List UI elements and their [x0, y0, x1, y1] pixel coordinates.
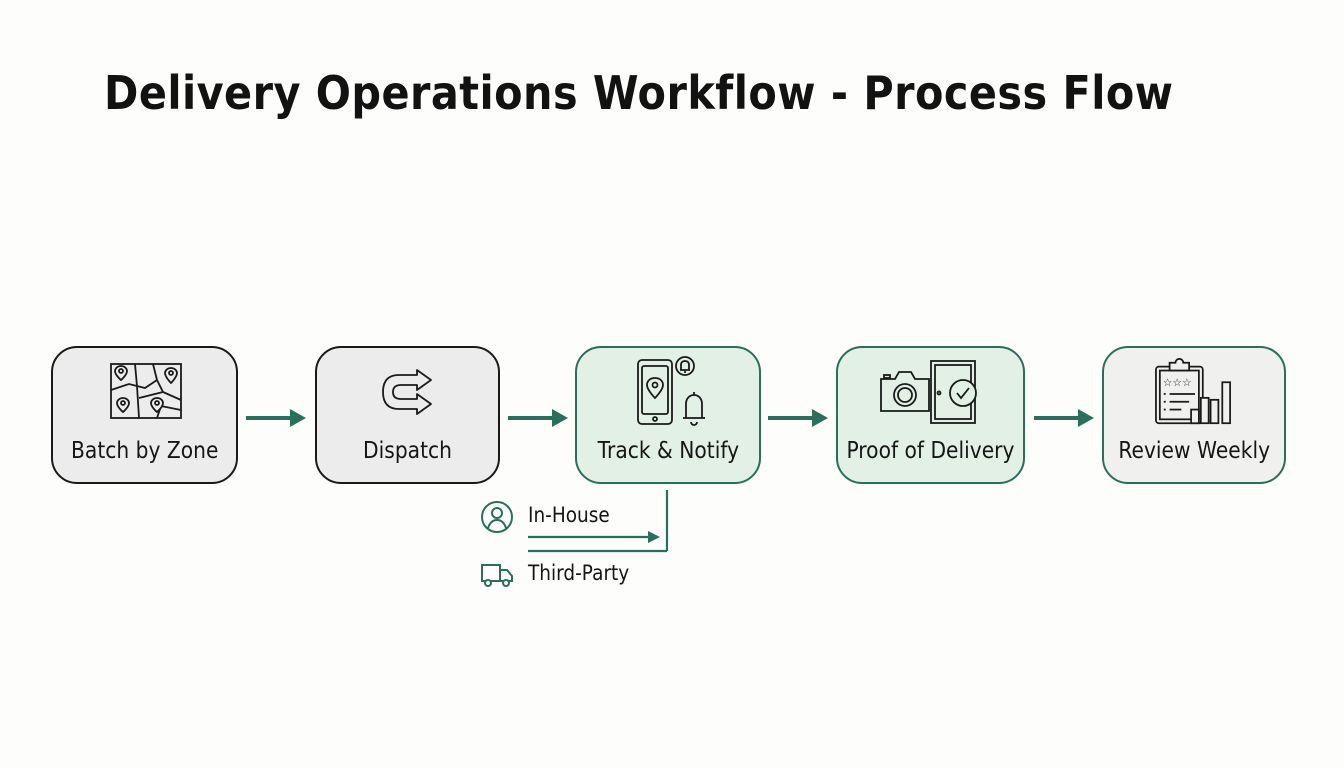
step-batch-by-zone[interactable]: Batch by Zone	[51, 346, 238, 484]
branch-label: In-House	[528, 503, 610, 527]
page-title: Delivery Operations Workflow - Process F…	[104, 66, 1174, 120]
clipboard-chart-icon: ☆☆☆	[1154, 358, 1234, 426]
branch-in-house[interactable]: In-House	[480, 500, 630, 536]
step-review-weekly[interactable]: ☆☆☆ Review Weekly	[1102, 346, 1286, 484]
step-dispatch[interactable]: Dispatch	[315, 346, 500, 484]
branch-label: Third-Party	[528, 561, 630, 585]
branch-connector	[528, 490, 669, 553]
flow-arrow-4	[1034, 409, 1094, 427]
flow-arrow-2	[508, 409, 568, 427]
flow-arrow-1	[246, 409, 306, 427]
phone-location-bell-icon	[628, 356, 708, 426]
step-label: Review Weekly	[1118, 438, 1270, 464]
split-arrows-icon	[368, 358, 448, 426]
map-pins-icon	[105, 358, 185, 426]
camera-door-check-icon	[876, 358, 986, 426]
step-proof-of-delivery[interactable]: Proof of Delivery	[836, 346, 1025, 484]
svg-text:☆☆☆: ☆☆☆	[1163, 376, 1192, 389]
person-icon	[481, 501, 513, 533]
flow-arrow-3	[768, 409, 828, 427]
branch-third-party[interactable]: Third-Party	[480, 558, 650, 592]
step-label: Proof of Delivery	[846, 438, 1015, 464]
step-label: Track & Notify	[597, 438, 739, 464]
step-label: Batch by Zone	[70, 438, 219, 464]
truck-icon	[481, 564, 513, 587]
step-label: Dispatch	[363, 438, 452, 464]
step-track-notify[interactable]: Track & Notify	[575, 346, 761, 484]
